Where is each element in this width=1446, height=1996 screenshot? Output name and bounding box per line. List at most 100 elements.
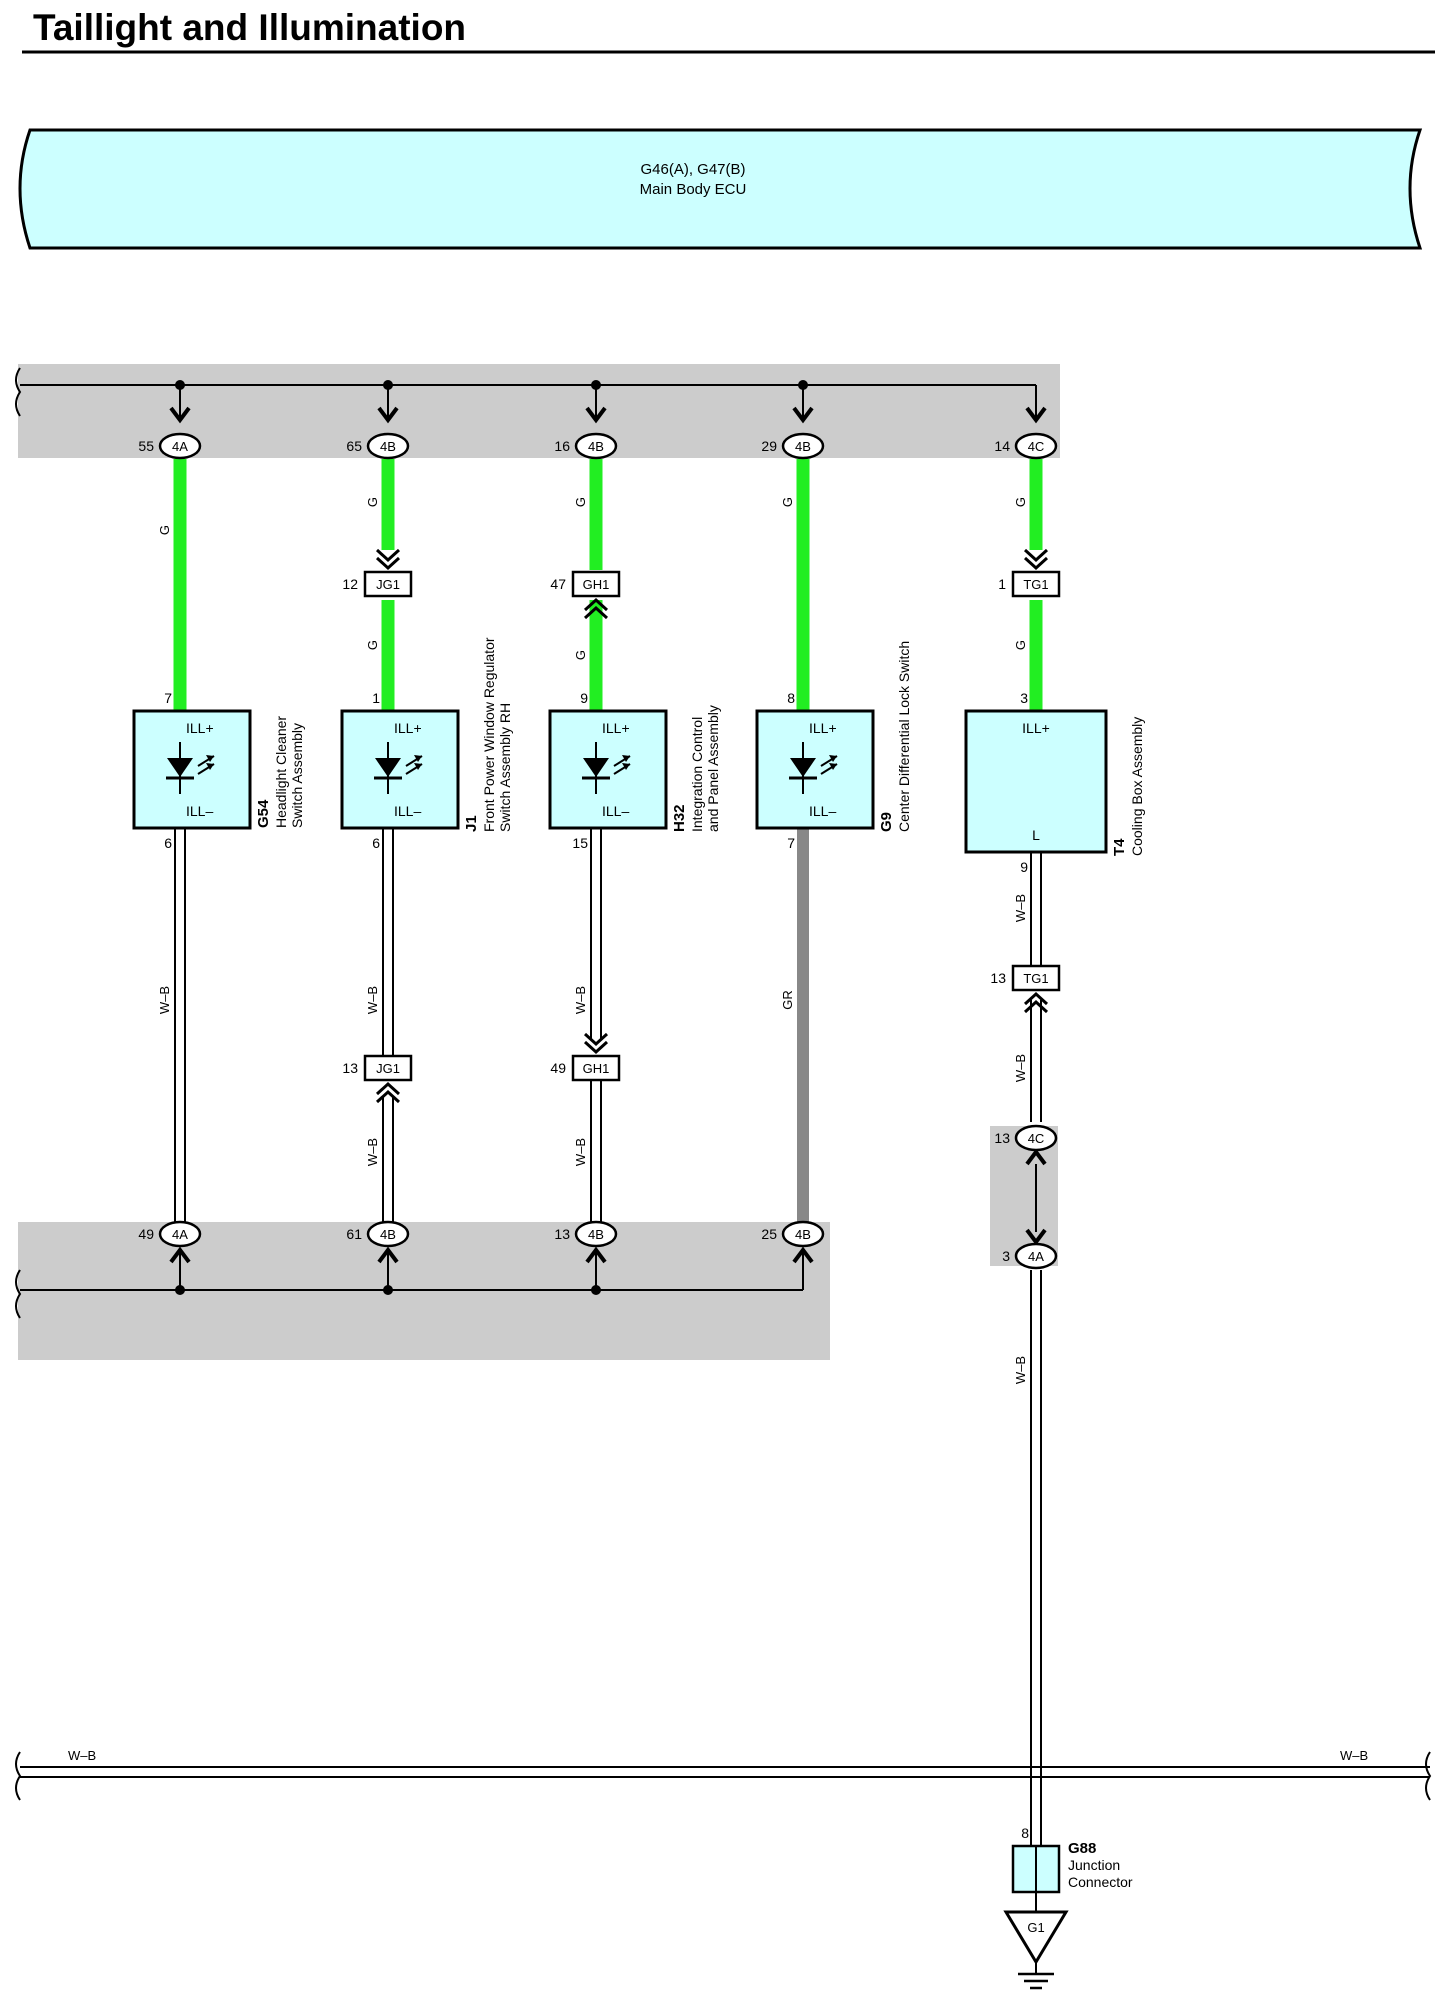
svg-text:G: G bbox=[573, 497, 588, 507]
svg-text:3: 3 bbox=[1020, 690, 1028, 706]
component-id: G54 bbox=[255, 799, 272, 828]
svg-text:47: 47 bbox=[550, 576, 566, 592]
svg-text:9: 9 bbox=[1020, 859, 1028, 875]
component-name: Front Power Window Regulator bbox=[481, 637, 497, 832]
svg-text:61: 61 bbox=[346, 1226, 362, 1242]
svg-text:W–B: W–B bbox=[365, 1138, 380, 1166]
component-j1: ILL+ ILL– 1 6 J1 Front Power Window Regu… bbox=[340, 637, 513, 851]
svg-text:ILL+: ILL+ bbox=[1022, 720, 1050, 736]
svg-text:4B: 4B bbox=[795, 1227, 811, 1242]
svg-text:1: 1 bbox=[998, 576, 1006, 592]
junction-name: Connector bbox=[1068, 1874, 1133, 1890]
ecu-pin-top-3: 4B 16 bbox=[554, 406, 618, 460]
ecu-pin-right-2: 4A 3 bbox=[1002, 1228, 1058, 1270]
ecu-pin-right-1: 4C 13 bbox=[994, 1124, 1058, 1166]
svg-text:16: 16 bbox=[554, 438, 570, 454]
svg-text:W–B: W–B bbox=[1013, 894, 1028, 922]
svg-text:49: 49 bbox=[550, 1060, 566, 1076]
svg-text:TG1: TG1 bbox=[1023, 577, 1048, 592]
inline-connector-gh1-b: GH1 49 bbox=[550, 1032, 621, 1082]
svg-text:7: 7 bbox=[787, 835, 795, 851]
svg-text:13: 13 bbox=[342, 1060, 358, 1076]
component-h32: ILL+ ILL– 9 15 H32 Integration Control a… bbox=[548, 690, 721, 851]
ground-g1: G1 bbox=[1003, 1892, 1069, 1990]
svg-text:W–B: W–B bbox=[1013, 1054, 1028, 1082]
ecu-body bbox=[18, 128, 1423, 250]
svg-text:W–B: W–B bbox=[1013, 1356, 1028, 1384]
component-name: Cooling Box Assembly bbox=[1129, 717, 1145, 856]
svg-text:JG1: JG1 bbox=[376, 577, 400, 592]
green-wires bbox=[173, 459, 1043, 711]
svg-text:4B: 4B bbox=[795, 439, 811, 454]
svg-text:25: 25 bbox=[761, 1226, 777, 1242]
svg-text:TG1: TG1 bbox=[1023, 971, 1048, 986]
svg-text:4A: 4A bbox=[172, 439, 188, 454]
svg-text:GH1: GH1 bbox=[583, 1061, 610, 1076]
svg-text:6: 6 bbox=[372, 835, 380, 851]
top-bus-taps bbox=[175, 380, 808, 420]
svg-text:G: G bbox=[365, 640, 380, 650]
svg-text:15: 15 bbox=[572, 835, 588, 851]
svg-text:9: 9 bbox=[580, 690, 588, 706]
ecu-pin-bottom-3: 4B 13 bbox=[554, 1220, 618, 1264]
component-id: H32 bbox=[671, 804, 688, 832]
svg-text:3: 3 bbox=[1002, 1248, 1010, 1264]
ecu-pin-top-1: 4A 55 bbox=[138, 406, 202, 460]
component-id: T4 bbox=[1111, 838, 1128, 856]
junction-name: Junction bbox=[1068, 1857, 1120, 1873]
svg-text:13: 13 bbox=[990, 970, 1006, 986]
component-name: Headlight Cleaner bbox=[273, 716, 289, 828]
ecu-pin-top-4: 4B 29 bbox=[761, 406, 825, 460]
inline-connector-tg1-b: TG1 13 bbox=[990, 964, 1061, 1014]
ecu-name: Main Body ECU bbox=[640, 181, 747, 198]
svg-text:4B: 4B bbox=[380, 1227, 396, 1242]
bottom-bus-break bbox=[15, 1269, 22, 1319]
junction-connector-g88: 8 G88 Junction Connector bbox=[1011, 1825, 1133, 1894]
svg-text:4C: 4C bbox=[1028, 1131, 1045, 1146]
ecu-pin-top-5: 4C 14 bbox=[994, 406, 1058, 460]
component-name: Switch Assembly bbox=[289, 723, 305, 828]
wire-color-labels: G G G G G G G G W–B W–B W–B W–B W–B GR W… bbox=[157, 497, 1028, 1384]
svg-text:65: 65 bbox=[346, 438, 362, 454]
svg-text:ILL–: ILL– bbox=[186, 803, 213, 819]
svg-text:ILL–: ILL– bbox=[809, 803, 836, 819]
svg-text:ILL+: ILL+ bbox=[602, 720, 630, 736]
svg-text:4B: 4B bbox=[380, 439, 396, 454]
component-id: G9 bbox=[878, 812, 895, 832]
svg-text:W–B: W–B bbox=[157, 986, 172, 1014]
svg-text:W–B: W–B bbox=[573, 986, 588, 1014]
svg-text:ILL–: ILL– bbox=[602, 803, 629, 819]
svg-text:1: 1 bbox=[372, 690, 380, 706]
svg-text:GR: GR bbox=[780, 990, 795, 1010]
svg-text:4C: 4C bbox=[1028, 439, 1045, 454]
svg-text:G: G bbox=[1013, 497, 1028, 507]
svg-text:G: G bbox=[1013, 640, 1028, 650]
inline-connector-gh1-a: GH1 47 bbox=[550, 570, 621, 620]
svg-text:4B: 4B bbox=[588, 439, 604, 454]
svg-text:6: 6 bbox=[164, 835, 172, 851]
component-name: and Panel Assembly bbox=[705, 705, 721, 832]
svg-text:13: 13 bbox=[554, 1226, 570, 1242]
svg-text:4A: 4A bbox=[172, 1227, 188, 1242]
ground-bus bbox=[15, 1751, 1432, 1801]
ground-bus-label-left: W–B bbox=[68, 1748, 96, 1763]
top-bus-break bbox=[15, 367, 22, 417]
inline-connector-jg1-a: JG1 12 bbox=[342, 548, 413, 598]
svg-text:8: 8 bbox=[1021, 1825, 1029, 1841]
svg-text:14: 14 bbox=[994, 438, 1010, 454]
svg-text:7: 7 bbox=[164, 690, 172, 706]
svg-text:ILL+: ILL+ bbox=[809, 720, 837, 736]
svg-text:29: 29 bbox=[761, 438, 777, 454]
svg-text:4A: 4A bbox=[1028, 1249, 1044, 1264]
svg-text:12: 12 bbox=[342, 576, 358, 592]
svg-text:55: 55 bbox=[138, 438, 154, 454]
bottom-bus-taps bbox=[175, 1248, 601, 1295]
component-name: Integration Control bbox=[689, 717, 705, 832]
svg-text:GH1: GH1 bbox=[583, 577, 610, 592]
svg-text:8: 8 bbox=[787, 690, 795, 706]
component-id: J1 bbox=[463, 815, 480, 832]
page-title: Taillight and Illumination bbox=[33, 7, 466, 48]
component-g54: ILL+ ILL– 7 6 G54 Headlight Cleaner Swit… bbox=[132, 690, 305, 851]
junction-id: G88 bbox=[1068, 1840, 1096, 1857]
